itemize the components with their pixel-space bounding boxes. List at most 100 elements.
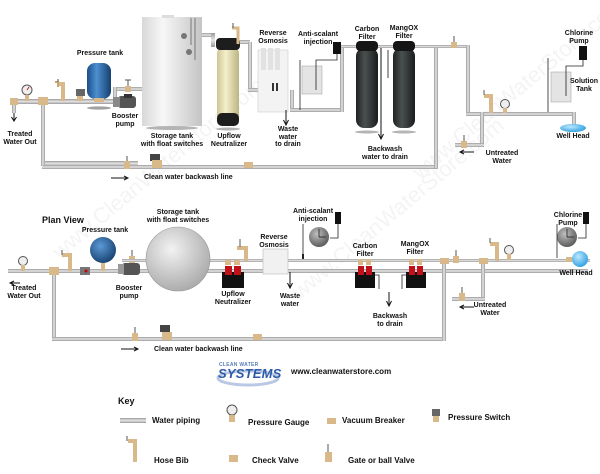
- label-well-head: Well Head: [559, 270, 593, 277]
- label-carbon-filter: Carbon Filter: [354, 26, 380, 41]
- hose-bib-icon: [126, 436, 137, 462]
- hose-bib-icon: [232, 23, 240, 44]
- label-pressure-tank: Pressure tank: [81, 227, 129, 234]
- pipe: [12, 101, 16, 113]
- label-waste-water: Waste water: [279, 293, 301, 308]
- label-pressure-tank: Pressure tank: [76, 50, 124, 57]
- hose-bib-icon: [61, 250, 72, 271]
- label-reverse-osmosis: Reverse Osmosis: [258, 30, 288, 45]
- pipe: [42, 161, 138, 166]
- pipe: [8, 269, 588, 273]
- pipe: [248, 88, 258, 92]
- label-upflow-neutralizer: Upflow Neutralizer: [214, 291, 252, 306]
- pipe: [12, 99, 117, 104]
- carbon-filter: [355, 41, 379, 134]
- pipe: [202, 33, 214, 37]
- key-label-gate-valve: Gate or ball Valve: [348, 456, 415, 465]
- label-anti-scalant: Anti-scalant injection: [297, 31, 339, 46]
- gate-valve-icon: [124, 156, 130, 169]
- pipe: [200, 259, 590, 262]
- logo-top-text: CLEAN WATER: [219, 362, 259, 368]
- upflow-neutralizer: [216, 38, 240, 131]
- pipe: [248, 42, 252, 90]
- booster-pump: [118, 263, 140, 275]
- label-waste-water: Waste water to drain: [275, 126, 301, 148]
- pipe: [122, 259, 150, 262]
- label-chlorine-pump: Chlorine Pump: [564, 30, 594, 45]
- tee-fitting: [10, 98, 18, 105]
- label-backwash: Backwash water to drain: [362, 146, 408, 161]
- pressure-switch-icon: [80, 267, 90, 275]
- label-untreated-water: Untreated Water: [473, 302, 507, 317]
- pipe: [211, 33, 215, 47]
- gate-valve-icon: [125, 79, 131, 92]
- pipe: [290, 108, 342, 112]
- backwash-riser-pipe: [434, 46, 438, 168]
- gate-valve-icon: [325, 444, 332, 462]
- pipe: [466, 112, 576, 116]
- backwash-arrow: [386, 292, 392, 308]
- label-upflow-neutralizer: Upflow Neutralizer: [210, 133, 248, 148]
- well-head: [566, 251, 588, 267]
- hose-bib-icon: [489, 238, 499, 261]
- key-label-pressure-gauge: Pressure Gauge: [248, 418, 310, 427]
- label-booster-pump: Booster pump: [111, 113, 139, 128]
- pressure-gauge-icon: [226, 404, 238, 422]
- label-booster-pump: Booster pump: [115, 285, 143, 300]
- reverse-osmosis: [257, 48, 289, 127]
- pressure-gauge-icon: [500, 99, 510, 113]
- well-head: [560, 112, 586, 132]
- flow-arrow: [458, 149, 474, 155]
- website-url[interactable]: www.cleanwaterstore.com: [291, 367, 392, 376]
- anti-scalant-injection: [302, 212, 341, 259]
- pipe: [466, 45, 470, 115]
- check-valve-icon: [229, 455, 238, 462]
- upflow-neutralizer: [222, 260, 244, 288]
- hose-bib-icon: [483, 90, 493, 113]
- hose-bib-icon: [55, 79, 65, 101]
- plan-view: [8, 212, 590, 352]
- tee-fitting: [440, 258, 449, 264]
- pressure-tank: [90, 237, 116, 271]
- clean-water-backwash-pipe: [43, 165, 438, 169]
- pipe: [340, 46, 344, 112]
- pressure-switch-icon: [432, 409, 440, 422]
- brand-logo: [216, 369, 280, 387]
- pipe: [290, 90, 294, 110]
- key-label-hose-bib: Hose Bib: [154, 456, 189, 465]
- label-untreated-water: Untreated Water: [485, 150, 519, 165]
- label-mangox-filter: MangOX Filter: [389, 25, 419, 40]
- untreated-pipe: [452, 297, 485, 301]
- label-backwash-line: Clean water backwash line: [144, 174, 233, 181]
- pressure-gauge-icon: [504, 245, 514, 260]
- label-treated-water-out: Treated Water Out: [3, 131, 37, 146]
- tee-fitting: [49, 267, 59, 275]
- backwash-arrow: [378, 48, 384, 141]
- solenoid-valve: [160, 325, 172, 340]
- pressure-tank: [87, 63, 111, 110]
- chlorine-pump: [556, 212, 589, 258]
- arrow: [8, 280, 20, 286]
- storage-tank: [142, 15, 202, 130]
- anti-scalant-injection: [299, 42, 341, 110]
- gate-valve-icon: [132, 327, 138, 341]
- water-piping-icon: [120, 418, 146, 423]
- label-storage-tank: Storage tank with float switches: [146, 209, 210, 224]
- gate-valve-icon: [453, 250, 459, 263]
- untreated-pipe: [481, 262, 485, 300]
- label-backwash: Backwash to drain: [372, 313, 408, 328]
- pipe: [480, 112, 484, 146]
- vacuum-breaker-icon: [327, 418, 336, 424]
- elevation-view: [10, 15, 587, 181]
- tee-fitting: [38, 97, 48, 105]
- key-label-pressure-switch: Pressure Switch: [448, 413, 511, 422]
- label-mangox-filter: MangOX Filter: [400, 241, 430, 256]
- vacuum-breaker-icon: [244, 162, 253, 168]
- flow-arrow: [458, 304, 474, 310]
- label-reverse-osmosis: Reverse Osmosis: [259, 234, 289, 249]
- carbon-filter: [355, 259, 380, 289]
- booster-pump: [113, 94, 136, 108]
- label-chlorine-pump: Chlorine Pump: [553, 212, 583, 227]
- key-label-check-valve: Check Valve: [252, 456, 299, 465]
